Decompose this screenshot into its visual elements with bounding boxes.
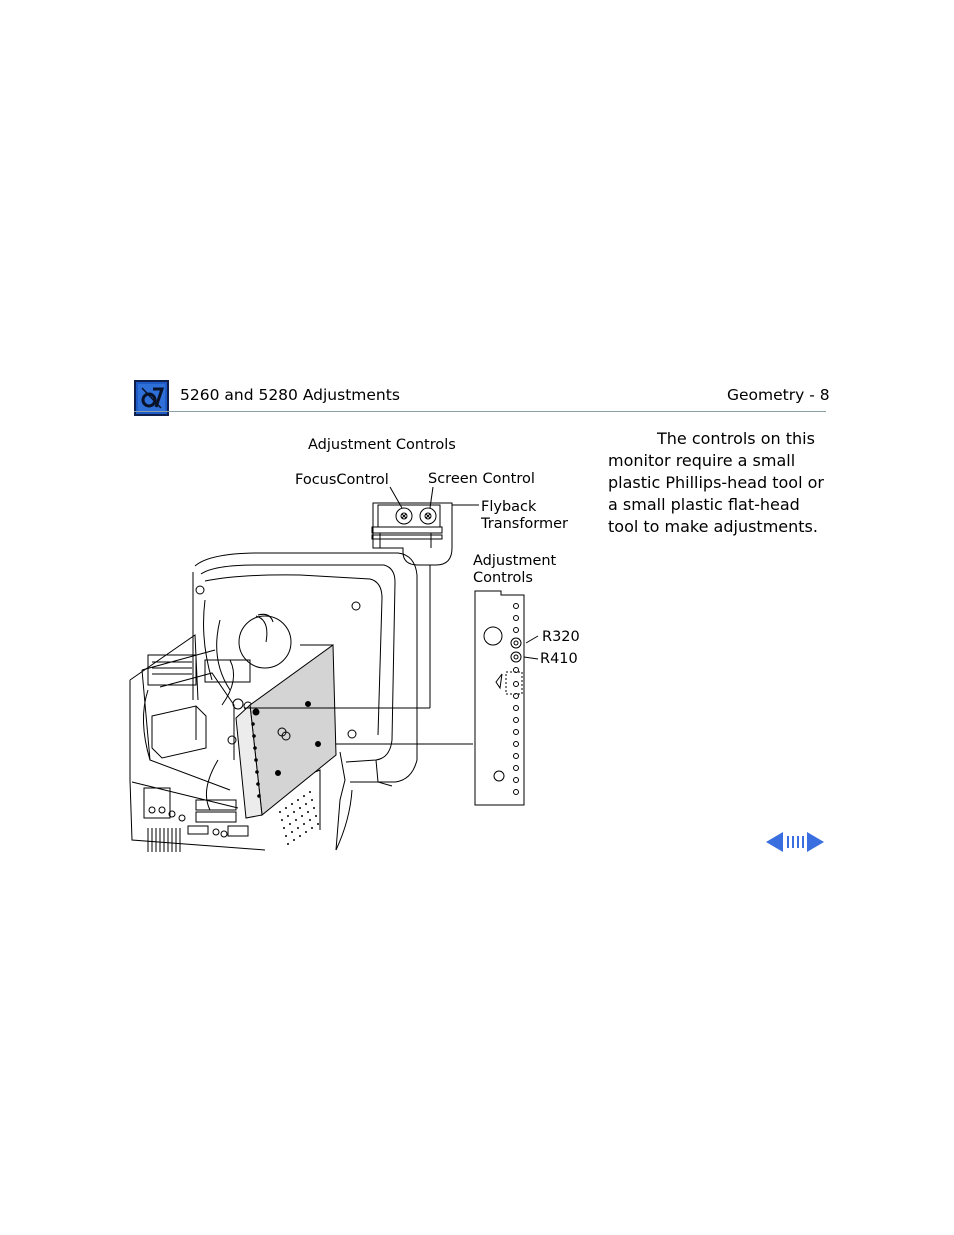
flyback-label-line2: Transformer xyxy=(481,516,569,532)
screen-control-label: Screen Control xyxy=(428,471,535,487)
flyback-transformer-detail xyxy=(371,486,479,708)
header-rule xyxy=(134,411,826,412)
adjustment-controls-label-line1: Adjustment xyxy=(473,553,557,569)
instruction-text: The controls on this monitor require a s… xyxy=(608,429,824,536)
adjustment-board-detail xyxy=(256,590,539,806)
page-number: Geometry - 8 xyxy=(727,386,830,404)
flyback-label-line1: Flyback xyxy=(481,499,537,515)
previous-page-arrow-icon[interactable] xyxy=(764,830,784,854)
adjustment-controls-label-line2: Controls xyxy=(473,570,533,586)
r320-label: R320 xyxy=(542,629,580,645)
next-page-arrow-icon[interactable] xyxy=(806,830,826,854)
index-icon[interactable] xyxy=(785,830,806,854)
service-source-logo-icon xyxy=(134,380,169,416)
figure-title: Adjustment Controls xyxy=(308,437,456,453)
main-board xyxy=(235,644,430,819)
monitor-illustration xyxy=(128,460,598,855)
r410-label: R410 xyxy=(540,651,578,667)
instruction-paragraph: The controls on this monitor require a s… xyxy=(608,428,833,538)
focus-control-label: FocusControl xyxy=(295,472,389,488)
page-navigation xyxy=(764,830,826,854)
page-title: 5260 and 5280 Adjustments xyxy=(180,386,400,404)
vent-pattern xyxy=(279,791,319,845)
